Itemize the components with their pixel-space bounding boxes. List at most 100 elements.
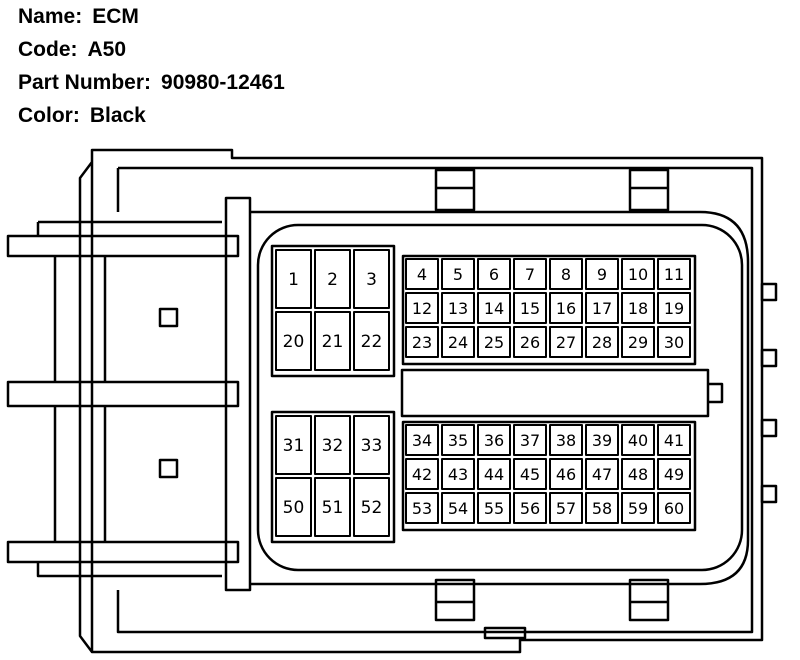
pin-number-55: 55 xyxy=(484,499,504,518)
pin-cavity-25 xyxy=(477,326,511,358)
pin-cavity-33 xyxy=(353,415,390,475)
pin-cavity-51 xyxy=(314,477,351,537)
pin-number-37: 37 xyxy=(520,431,540,450)
pin-cavity-23 xyxy=(405,326,439,358)
pin-number-9: 9 xyxy=(597,265,607,284)
color-line: Color: Black xyxy=(18,99,285,132)
pin-cavity-28 xyxy=(585,326,619,358)
pin-cavity-55 xyxy=(477,492,511,524)
pin-number-24: 24 xyxy=(448,333,468,352)
part-number-label: Part Number: xyxy=(18,71,152,94)
code-label: Code: xyxy=(18,38,78,61)
pin-cavity-40 xyxy=(621,424,655,456)
pin-cavity-46 xyxy=(549,458,583,490)
pin-cavity-4 xyxy=(405,258,439,290)
pin-cavity-21 xyxy=(314,311,351,371)
pin-cavity-14 xyxy=(477,292,511,324)
pin-number-25: 25 xyxy=(484,333,504,352)
pin-number-23: 23 xyxy=(412,333,432,352)
pin-number-35: 35 xyxy=(448,431,468,450)
pin-number-49: 49 xyxy=(664,465,684,484)
pin-number-52: 52 xyxy=(361,498,383,518)
color-label: Color: xyxy=(18,104,80,127)
pin-number-16: 16 xyxy=(556,299,576,318)
pin-number-48: 48 xyxy=(628,465,648,484)
pin-number-12: 12 xyxy=(412,299,432,318)
pin-cavity-39 xyxy=(585,424,619,456)
pin-cavity-18 xyxy=(621,292,655,324)
pin-cavity-2 xyxy=(314,249,351,309)
pin-number-30: 30 xyxy=(664,333,684,352)
face-inner xyxy=(256,223,744,572)
pin-number-1: 1 xyxy=(288,270,299,290)
pin-number-18: 18 xyxy=(628,299,648,318)
pin-number-39: 39 xyxy=(592,431,612,450)
pin-cavity-54 xyxy=(441,492,475,524)
pin-number-32: 32 xyxy=(322,436,344,456)
keyway-notch xyxy=(708,382,724,404)
pin-block-left-bottom-frame xyxy=(270,410,396,544)
right-clip-1 xyxy=(760,282,778,302)
pin-number-60: 60 xyxy=(664,499,684,518)
pin-number-3: 3 xyxy=(366,270,377,290)
pin-cavity-22 xyxy=(353,311,390,371)
pin-cavity-52 xyxy=(353,477,390,537)
right-clip-2 xyxy=(760,348,778,368)
pin-number-57: 57 xyxy=(556,499,576,518)
pin-cavity-53 xyxy=(405,492,439,524)
pin-number-46: 46 xyxy=(556,465,576,484)
pin-number-47: 47 xyxy=(592,465,612,484)
pin-cavity-35 xyxy=(441,424,475,456)
pin-cavity-32 xyxy=(314,415,351,475)
pin-cavity-48 xyxy=(621,458,655,490)
pin-cavity-9 xyxy=(585,258,619,290)
code-value: A50 xyxy=(87,38,127,61)
right-clip-4 xyxy=(760,484,778,504)
pin-cavity-59 xyxy=(621,492,655,524)
pin-cavity-60 xyxy=(657,492,691,524)
pin-number-4: 4 xyxy=(417,265,427,284)
pin-number-26: 26 xyxy=(520,333,540,352)
pin-cavity-6 xyxy=(477,258,511,290)
bottom-lock-tab-left xyxy=(434,578,476,622)
pin-cavity-29 xyxy=(621,326,655,358)
pin-cavity-56 xyxy=(513,492,547,524)
left-latch-bottom xyxy=(6,540,240,564)
pin-number-42: 42 xyxy=(412,465,432,484)
housing-inner-outline xyxy=(116,166,754,634)
pin-number-51: 51 xyxy=(322,498,344,518)
pin-block-right-top-frame xyxy=(401,254,697,366)
left-latch-top xyxy=(6,234,240,258)
face-frame-outer xyxy=(224,196,252,592)
pin-number-11: 11 xyxy=(664,265,684,284)
pin-number-29: 29 xyxy=(628,333,648,352)
pin-number-53: 53 xyxy=(412,499,432,518)
pin-number-28: 28 xyxy=(592,333,612,352)
pin-number-45: 45 xyxy=(520,465,540,484)
pin-cavity-19 xyxy=(657,292,691,324)
pin-cavity-12 xyxy=(405,292,439,324)
pin-cavity-58 xyxy=(585,492,619,524)
pin-number-50: 50 xyxy=(283,498,305,518)
face-frame xyxy=(250,210,750,586)
pin-cavity-34 xyxy=(405,424,439,456)
color-value: Black xyxy=(89,104,146,127)
pin-number-54: 54 xyxy=(448,499,468,518)
pin-cavity-16 xyxy=(549,292,583,324)
pin-cavity-41 xyxy=(657,424,691,456)
pin-number-10: 10 xyxy=(628,265,648,284)
pin-cavity-8 xyxy=(549,258,583,290)
part-number-line: Part Number:90980-12461 xyxy=(18,66,285,99)
pin-cavity-50 xyxy=(275,477,312,537)
pin-cavity-3 xyxy=(353,249,390,309)
pin-cavity-43 xyxy=(441,458,475,490)
pin-number-2: 2 xyxy=(327,270,338,290)
right-clip-3 xyxy=(760,418,778,438)
pin-number-14: 14 xyxy=(484,299,504,318)
pin-number-27: 27 xyxy=(556,333,576,352)
pin-cavity-10 xyxy=(621,258,655,290)
pin-cavity-17 xyxy=(585,292,619,324)
pin-number-20: 20 xyxy=(283,332,305,352)
bottom-lock-tab-right xyxy=(628,578,670,622)
